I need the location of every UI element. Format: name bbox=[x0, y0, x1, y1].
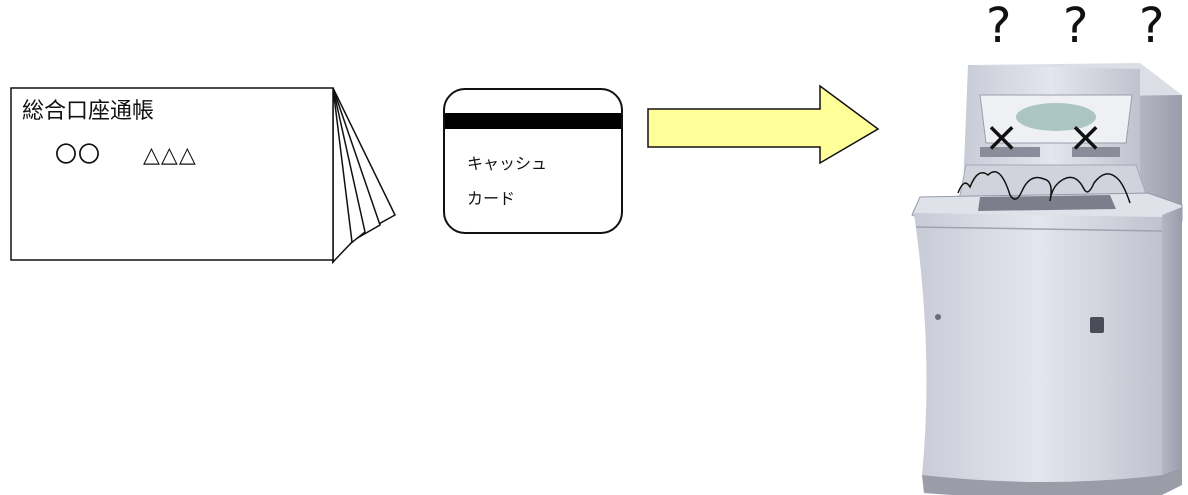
atm-card-slot bbox=[1072, 147, 1120, 157]
atm-handle bbox=[1090, 317, 1104, 333]
passbook-illustration bbox=[10, 87, 396, 265]
passbook-name-part1: 〇〇 bbox=[55, 143, 102, 168]
atm-passbook-slot bbox=[980, 147, 1040, 157]
passbook-title: 総合口座通帳 bbox=[22, 99, 155, 124]
malfunction-wave bbox=[957, 171, 1131, 204]
error-x-icon-1: × bbox=[984, 112, 1019, 161]
question-mark-icon-3: ? bbox=[1139, 0, 1165, 54]
cash-card-label-line2: カード bbox=[467, 189, 516, 208]
atm-lower-side bbox=[1162, 207, 1182, 475]
cash-card-label-line1: キャッシュ bbox=[467, 154, 548, 173]
atm-base bbox=[922, 467, 1182, 495]
passbook-cover bbox=[10, 87, 334, 261]
question-mark-icon-2: ? bbox=[1063, 0, 1089, 54]
passbook-account-name: 〇〇 △△△ bbox=[55, 137, 197, 169]
magnetic-stripe bbox=[445, 113, 621, 129]
passbook-name-part2: △△△ bbox=[143, 143, 197, 168]
atm-upper-side bbox=[1140, 69, 1182, 225]
atm-lower-front bbox=[914, 213, 1162, 482]
question-mark-icon-1: ? bbox=[986, 0, 1012, 54]
atm-cash-tray bbox=[978, 195, 1116, 211]
atm-lock-icon bbox=[935, 314, 941, 320]
atm-display-glow bbox=[1016, 103, 1096, 131]
atm-machine-illustration: × × bbox=[911, 63, 1183, 495]
cash-card: キャッシュ カード bbox=[443, 88, 623, 234]
right-arrow-icon bbox=[647, 84, 880, 165]
error-x-icon-2: × bbox=[1068, 112, 1103, 161]
